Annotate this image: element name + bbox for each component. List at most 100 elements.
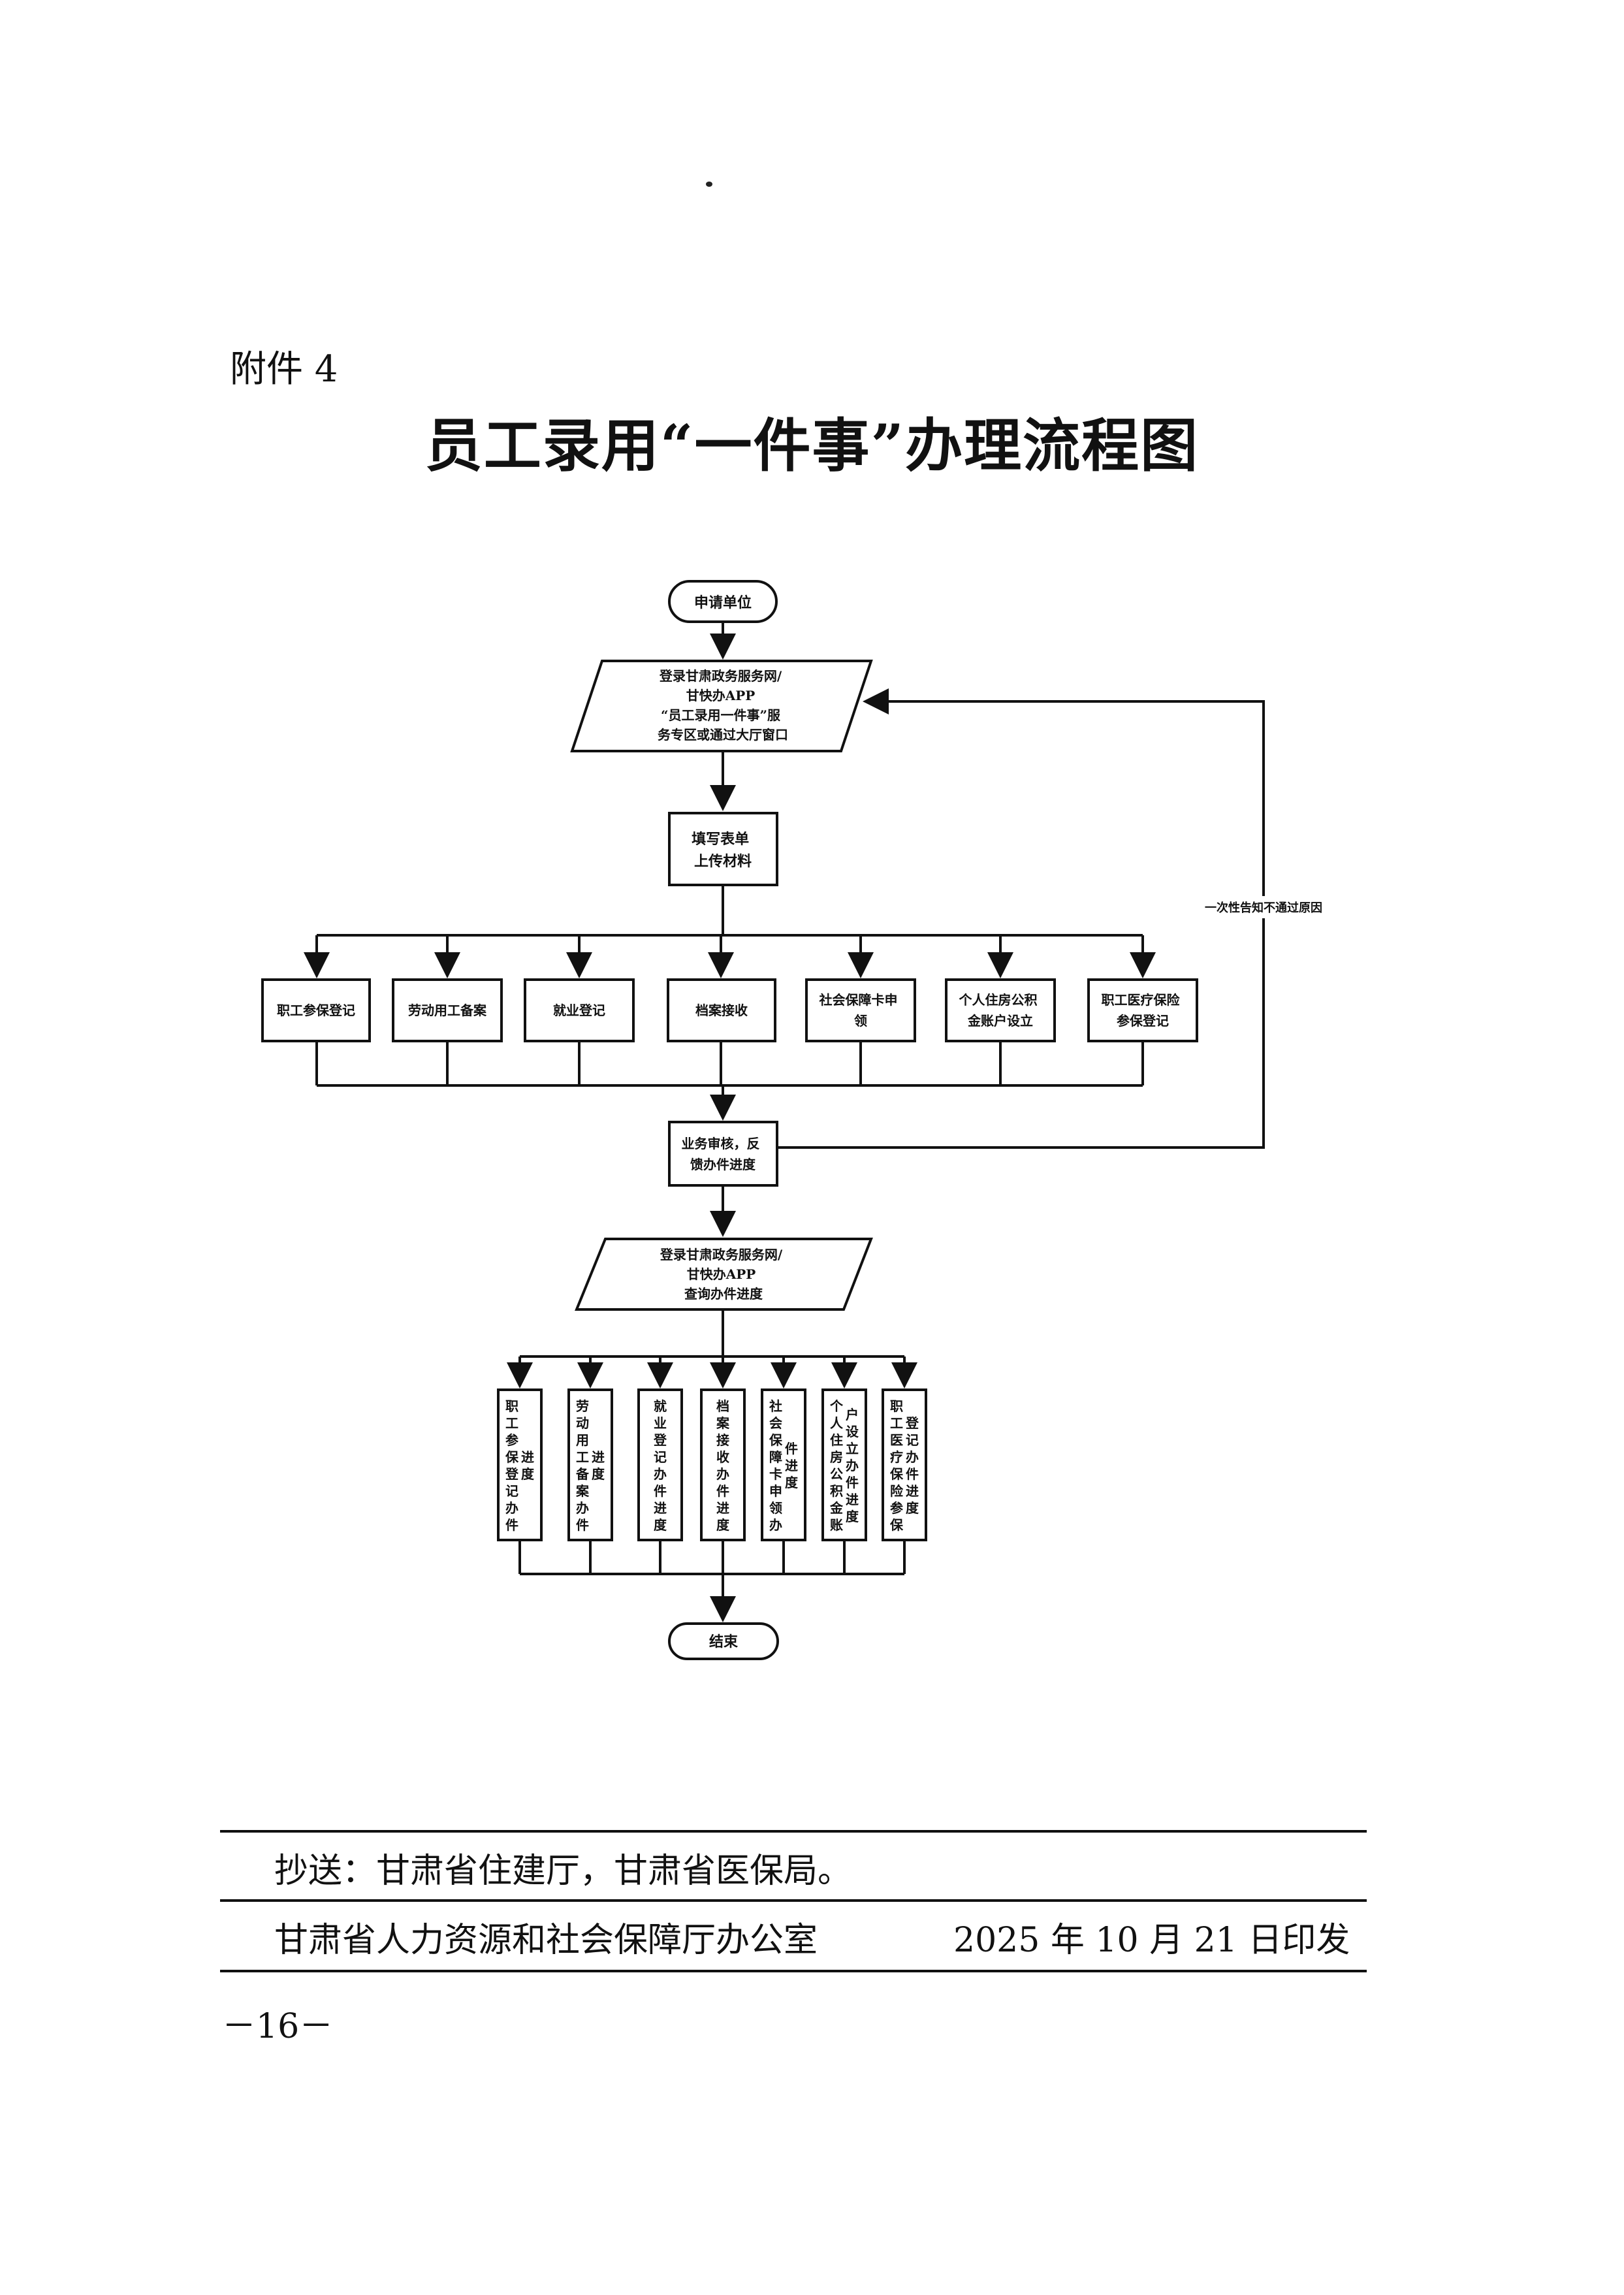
branch-box: 档案接收 [667, 978, 776, 1042]
progress-char: 进 [592, 1449, 605, 1465]
footer-rule-middle [220, 1899, 1367, 1902]
progress-char: 积 [830, 1483, 843, 1499]
progress-char: 件 [906, 1466, 919, 1482]
progress-char: 参 [505, 1432, 518, 1448]
progress-char: 立 [846, 1441, 859, 1456]
progress-char: 办 [576, 1500, 589, 1516]
start-label: 申请单位 [694, 594, 752, 611]
progress-char: 接 [716, 1432, 729, 1448]
progress-char: 工 [576, 1449, 589, 1465]
login-step-line: 甘快办APP [686, 688, 756, 703]
svg-text:业务审核，反 馈办件进度: 业务审核，反 馈办件进度 [682, 1136, 765, 1172]
query-step-line: 查询办件进度 [684, 1286, 763, 1302]
progress-char: 度 [846, 1509, 859, 1524]
progress-char: 工 [890, 1415, 903, 1431]
progress-char: 度 [521, 1466, 535, 1482]
footer-rule-top [220, 1830, 1367, 1833]
progress-char: 障 [769, 1449, 782, 1465]
end-terminator: 结束 [668, 1622, 779, 1660]
progress-char: 办 [654, 1466, 667, 1482]
progress-char: 公 [830, 1466, 843, 1482]
progress-char: 件 [654, 1483, 667, 1499]
progress-char: 案 [716, 1415, 730, 1431]
progress-char: 进 [785, 1458, 798, 1473]
progress-char: 保 [769, 1432, 783, 1448]
progress-char: 度 [906, 1500, 919, 1516]
progress-char: 件 [785, 1441, 798, 1456]
progress-char: 设 [846, 1424, 859, 1439]
login-service-step: 登录甘肃政务服务网/ 甘快办APP “员工录用一件事”服 务专区或通过大厅窗口 [570, 660, 873, 752]
progress-char: 保 [889, 1517, 904, 1533]
scan-speck [706, 182, 712, 187]
progress-char: 疗 [890, 1449, 903, 1465]
progress-char: 领 [769, 1500, 782, 1516]
login-step-line: 务专区或通过大厅窗口 [658, 727, 788, 743]
progress-char: 进 [846, 1492, 859, 1507]
branch-box: 社会保障卡申 领 [805, 978, 916, 1042]
branch-label: 个人住房公积 [959, 992, 1038, 1008]
branch-box: 就业登记 [524, 978, 635, 1042]
progress-char: 记 [906, 1432, 919, 1448]
attachment-label: 附件 4 [230, 348, 338, 391]
progress-char: 办 [906, 1449, 919, 1465]
branch-label: 参保登记 [1117, 1013, 1169, 1029]
progress-char: 案 [575, 1483, 590, 1499]
progress-char: 房 [830, 1449, 843, 1465]
login-step-line: 登录甘肃政务服务网/ [659, 668, 782, 684]
query-step-line: 登录甘肃政务服务网/ [660, 1247, 783, 1262]
query-progress-step: 登录甘肃政务服务网/ 甘快办APP 查询办件进度 [575, 1238, 873, 1311]
branch-label: 档案接收 [695, 1003, 748, 1018]
progress-char: 职 [890, 1398, 903, 1414]
progress-char: 保 [505, 1449, 519, 1465]
svg-text:职工医疗保险 参保登记: 职工医疗保险 参保登记 [1102, 992, 1185, 1029]
cc-line: 抄送：甘肃省住建厅，甘肃省医保局。 [274, 1852, 852, 1891]
progress-char: 度 [654, 1517, 667, 1533]
start-terminator: 申请单位 [668, 580, 778, 623]
progress-char: 件 [505, 1517, 518, 1533]
progress-char: 金 [829, 1500, 844, 1516]
progress-char: 办 [505, 1500, 518, 1516]
progress-char: 办 [769, 1517, 782, 1533]
progress-char: 件 [716, 1483, 729, 1499]
progress-char: 会 [769, 1415, 782, 1431]
branch-label: 职工参保登记 [277, 1003, 355, 1018]
progress-char: 档 [716, 1398, 729, 1414]
branch-label: 社会保障卡申 [819, 992, 898, 1008]
svg-text:个人住房公积 金账户设立: 个人住房公积 金账户设立 [959, 992, 1042, 1029]
progress-char: 职 [505, 1398, 518, 1414]
progress-char: 进 [654, 1500, 667, 1516]
issuer: 甘肃省人力资源和社会保障厅办公室 [274, 1921, 818, 1960]
progress-char: 业 [654, 1415, 667, 1431]
progress-char: 劳 [576, 1398, 589, 1414]
fill-form-step: 填写表单 上传材料 [668, 812, 778, 886]
progress-char: 社 [769, 1398, 782, 1414]
branch-box: 职工参保登记 [261, 978, 371, 1042]
progress-char: 保 [889, 1466, 904, 1482]
svg-text:登录甘肃政务服务网/ 甘快办APP: 登录甘肃政务服务网/ 甘快办APP 查询办件进度 [660, 1247, 787, 1302]
branch-label: 金账户设立 [967, 1013, 1033, 1029]
progress-char: 件 [576, 1517, 589, 1533]
branch-box: 劳动用工备案 [392, 978, 503, 1042]
branch-box: 个人住房公积 金账户设立 [945, 978, 1056, 1042]
progress-char: 住 [830, 1432, 843, 1448]
progress-char: 人 [830, 1415, 844, 1431]
progress-char: 备 [575, 1466, 590, 1482]
branch-label: 领 [854, 1013, 867, 1029]
progress-char: 记 [505, 1483, 518, 1499]
progress-char: 就 [654, 1398, 667, 1414]
progress-char: 收 [716, 1449, 729, 1465]
reject-note-label: 一次性告知不通过原因 [1205, 901, 1322, 915]
svg-text:社会保障卡申 领: 社会保障卡申 领 [819, 992, 902, 1029]
progress-char: 记 [654, 1449, 667, 1465]
progress-char: 参 [890, 1500, 903, 1516]
document-title: 员工录用“一件事”办理流程图 [424, 411, 1200, 479]
progress-char: 动 [576, 1415, 589, 1431]
progress-char: 工 [505, 1415, 518, 1431]
issue-date: 2025 年 10 月 21 日印发 [953, 1921, 1350, 1960]
